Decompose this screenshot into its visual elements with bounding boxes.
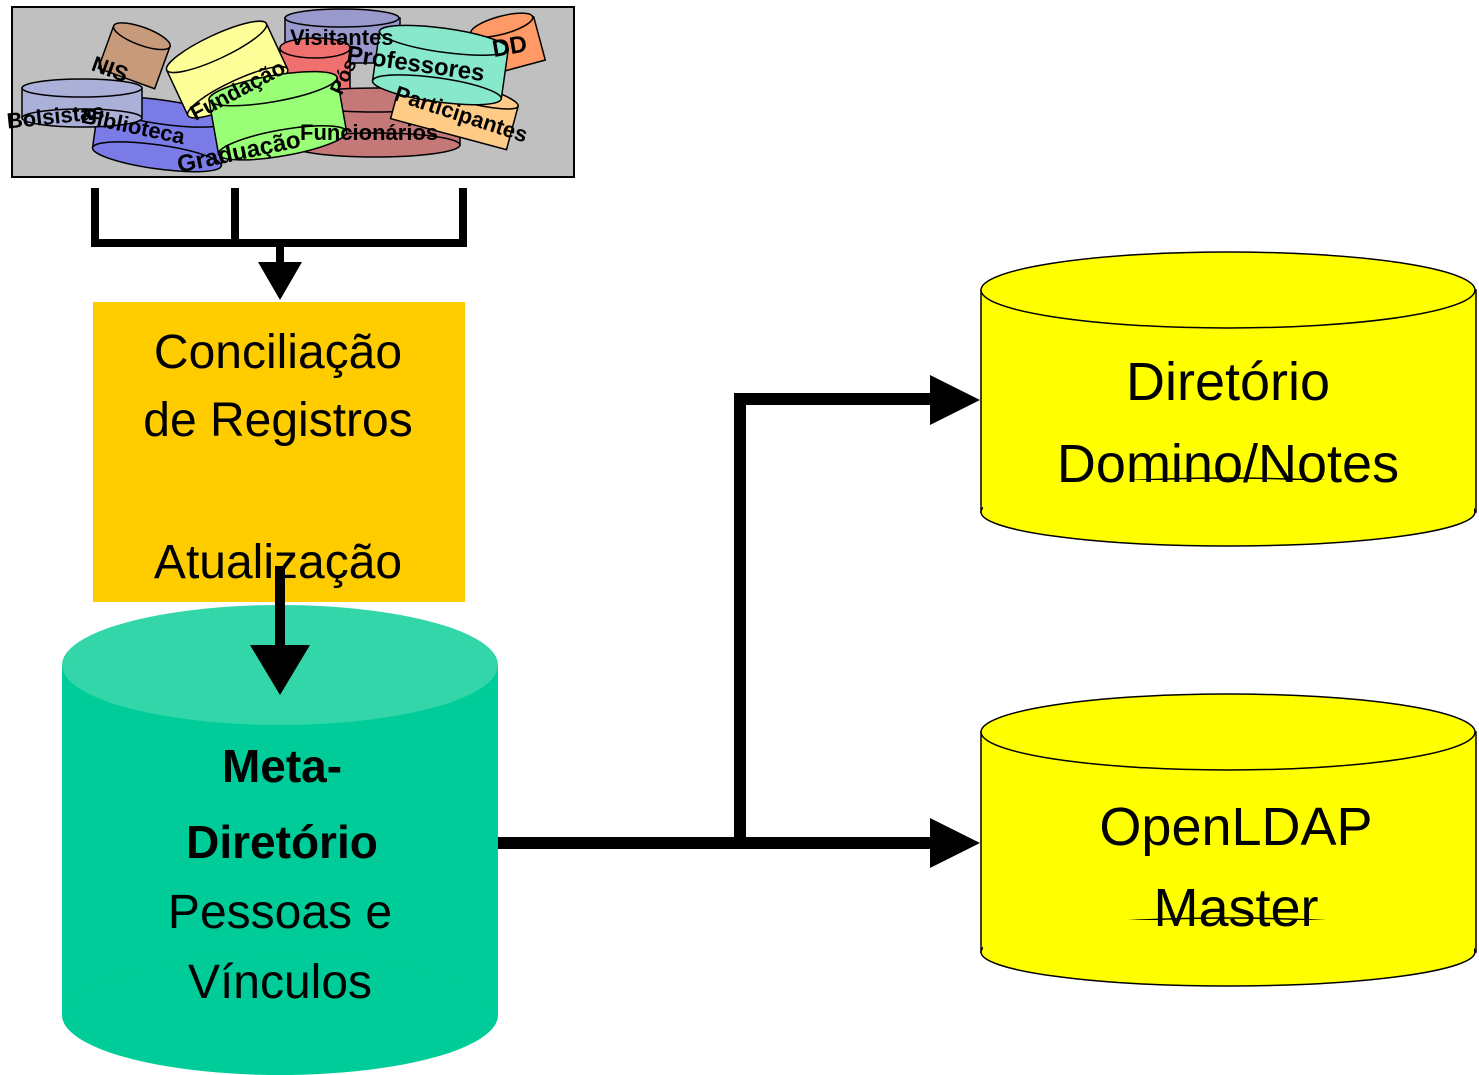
meta-title-line-1: Meta- [222, 740, 342, 792]
sources-panel: NIS Fundação Visitantes Professores DD B… [6, 6, 575, 179]
source-cylinder-graduacao [208, 70, 348, 161]
source-cylinder-bolsistas [21, 78, 143, 128]
source-label-funcionarios: Funcionários [300, 120, 438, 145]
meta-title-line-2: Diretório [186, 816, 378, 868]
source-label-visitantes: Visitantes [290, 25, 394, 50]
arrow-to-process [258, 262, 302, 300]
source-cylinder-professores [371, 24, 510, 106]
process-line-2: de Registros [143, 394, 412, 447]
process-line-1: Conciliação [154, 326, 402, 379]
arrow-to-openldap [930, 818, 980, 868]
meta-sub-line-2: Vínculos [188, 956, 372, 1009]
arrow-process-to-meta-head [250, 645, 310, 695]
target-cylinder-openldap: OpenLDAP Master [980, 693, 1477, 987]
arrow-to-domino [930, 375, 980, 425]
source-cylinder-nis [97, 22, 171, 90]
target-cylinder-domino: Diretório Domino/Notes [980, 251, 1477, 547]
meta-to-targets-connector [498, 393, 940, 849]
process-box: Conciliação de Registros Atualização [93, 302, 465, 602]
target-openldap-line-1: OpenLDAP [1099, 797, 1372, 857]
target-domino-line-2: Domino/Notes [1057, 434, 1399, 494]
target-openldap-line-2: Master [1153, 878, 1318, 938]
meta-directory-cylinder: Meta- Diretório Pessoas e Vínculos [62, 605, 498, 1075]
meta-sub-line-1: Pessoas e [168, 886, 392, 939]
sources-connector [91, 188, 467, 266]
source-label-dd: DD [490, 30, 529, 63]
target-domino-line-1: Diretório [1126, 352, 1330, 412]
